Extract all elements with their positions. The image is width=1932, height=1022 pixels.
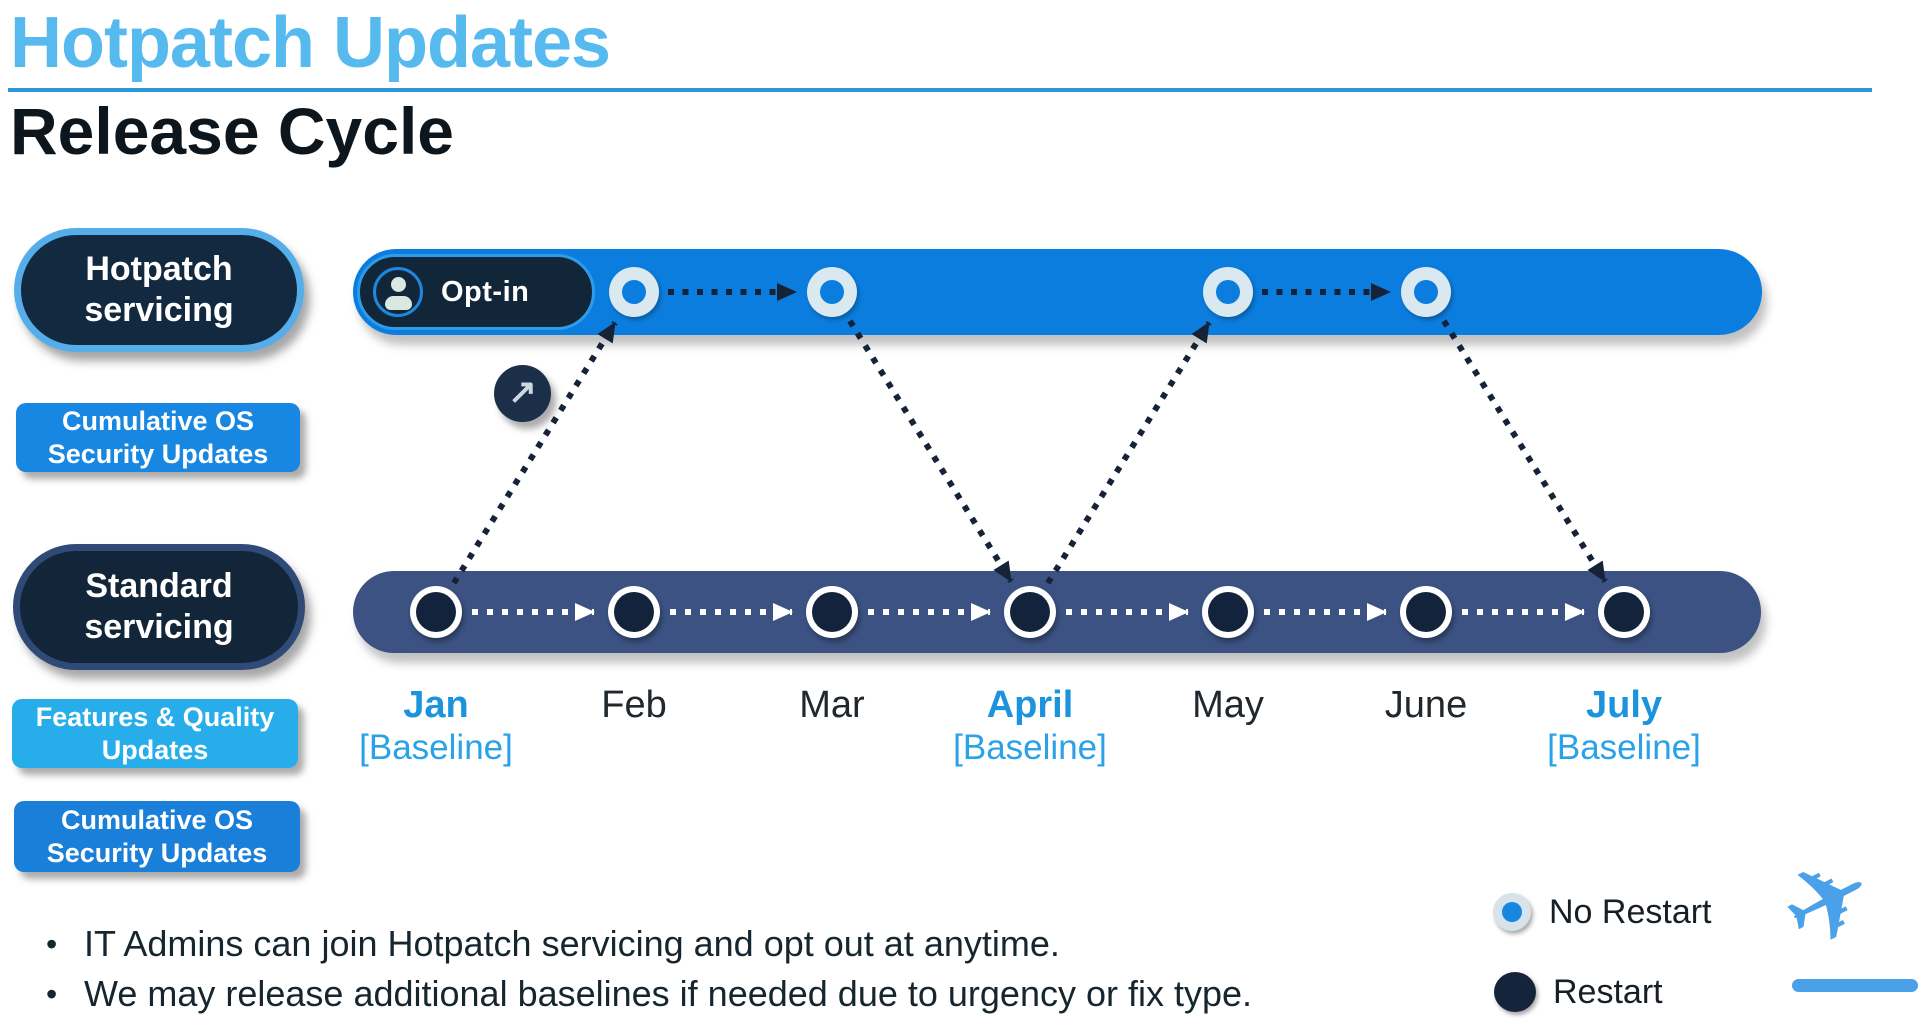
standard-milestone-dot-june — [1400, 586, 1452, 638]
restart-legend-dot — [1494, 972, 1536, 1012]
hotpatch-milestone-dot-june — [1401, 267, 1451, 317]
page-subtitle: Release Cycle — [10, 94, 454, 168]
standard-milestone-dot-mar — [806, 586, 858, 638]
standard-milestone-dot-april — [1004, 586, 1056, 638]
standard-milestone-dot-may — [1202, 586, 1254, 638]
month-label-april: April — [986, 684, 1074, 726]
opt-in-label: Opt-in — [441, 275, 530, 308]
month-label-jan: Jan — [403, 684, 469, 726]
flow-connector — [1045, 321, 1212, 585]
standard-servicing-pill: Standard servicing — [13, 544, 305, 670]
tag-label: Features & Quality Updates — [35, 702, 275, 765]
airplane-takeoff-icon: ✈ — [1761, 828, 1930, 994]
opt-in-jump-badge[interactable]: ↗ — [494, 365, 551, 422]
baseline-label-july: [Baseline] — [1547, 728, 1701, 767]
hotpatch-cumulative-os-security-tag: Cumulative OS Security Updates — [16, 403, 300, 472]
month-label-feb: Feb — [601, 684, 667, 726]
hotpatch-milestone-dot-mar — [807, 267, 857, 317]
tag-label: Cumulative OS Security Updates — [47, 406, 269, 469]
flow-connector — [451, 321, 618, 585]
month-label-may: May — [1192, 684, 1264, 726]
hotpatch-milestone-dot-feb — [609, 267, 659, 317]
standard-milestone-dot-jan — [410, 586, 462, 638]
note-item: We may release additional baselines if n… — [32, 972, 1372, 1016]
month-label-june: June — [1384, 684, 1468, 726]
standard-milestone-dot-july — [1598, 586, 1650, 638]
month-label-mar: Mar — [799, 684, 865, 726]
hotpatch-milestone-dot-may — [1203, 267, 1253, 317]
flow-connector — [847, 319, 1014, 583]
notes-list: IT Admins can join Hotpatch servicing an… — [32, 922, 1372, 1022]
tag-label: Cumulative OS Security Updates — [46, 805, 268, 868]
restart-legend-label: Restart — [1553, 973, 1663, 1011]
standard-milestone-dot-feb — [608, 586, 660, 638]
features-quality-updates-tag: Features & Quality Updates — [12, 699, 298, 768]
hotpatch-servicing-label: Hotpatch servicing — [84, 250, 234, 329]
person-icon — [373, 267, 423, 317]
baseline-label-april: [Baseline] — [953, 728, 1107, 767]
page-title: Hotpatch Updates — [10, 3, 611, 83]
baseline-label-jan: [Baseline] — [359, 728, 513, 767]
hotpatch-servicing-pill: Hotpatch servicing — [14, 228, 304, 352]
month-label-july: July — [1585, 684, 1663, 726]
standard-cumulative-os-security-tag: Cumulative OS Security Updates — [14, 801, 300, 872]
note-item: IT Admins can join Hotpatch servicing an… — [32, 922, 1372, 966]
airplane-glyph: ✈ — [1760, 827, 1896, 978]
title-divider — [8, 88, 1872, 92]
no-restart-legend-dot — [1493, 893, 1531, 931]
flow-connector — [1441, 319, 1608, 583]
standard-servicing-label: Standard servicing — [84, 567, 234, 646]
no-restart-legend-label: No Restart — [1549, 893, 1712, 931]
runway-line — [1792, 979, 1918, 992]
arrow-up-right-icon: ↗ — [508, 372, 537, 411]
standard-timeline-bar — [353, 571, 1761, 653]
opt-in-button[interactable]: Opt-in — [357, 254, 595, 330]
